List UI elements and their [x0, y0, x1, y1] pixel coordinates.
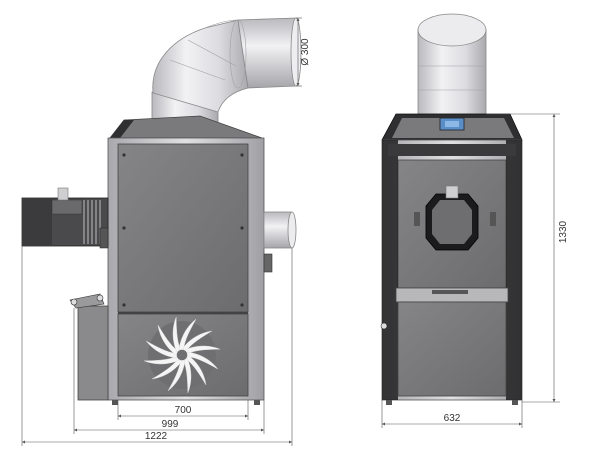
- side-panel-upper: [117, 143, 249, 313]
- ash-box: [77, 305, 109, 401]
- dimension-lines: [21, 17, 560, 446]
- dim-overall-depth: 1222: [145, 431, 168, 442]
- mounting-bracket: [69, 293, 105, 309]
- fan-grille: [143, 316, 221, 394]
- duct-elbow: [151, 17, 302, 129]
- dim-depth: 999: [162, 419, 179, 430]
- dim-cabinet-width: 700: [175, 405, 192, 416]
- top-cover: [109, 115, 263, 139]
- front-view: [380, 13, 523, 405]
- side-view: [21, 17, 302, 405]
- burner-unit: [21, 187, 109, 249]
- dim-duct-diameter: Ø 300: [300, 38, 311, 66]
- front-panel-lower: [397, 301, 507, 397]
- side-outlet-pipe: [263, 211, 297, 273]
- inspection-port: [414, 185, 496, 251]
- dim-height: 1330: [558, 220, 569, 243]
- dim-front-width: 632: [444, 413, 461, 424]
- front-duct: [417, 13, 487, 115]
